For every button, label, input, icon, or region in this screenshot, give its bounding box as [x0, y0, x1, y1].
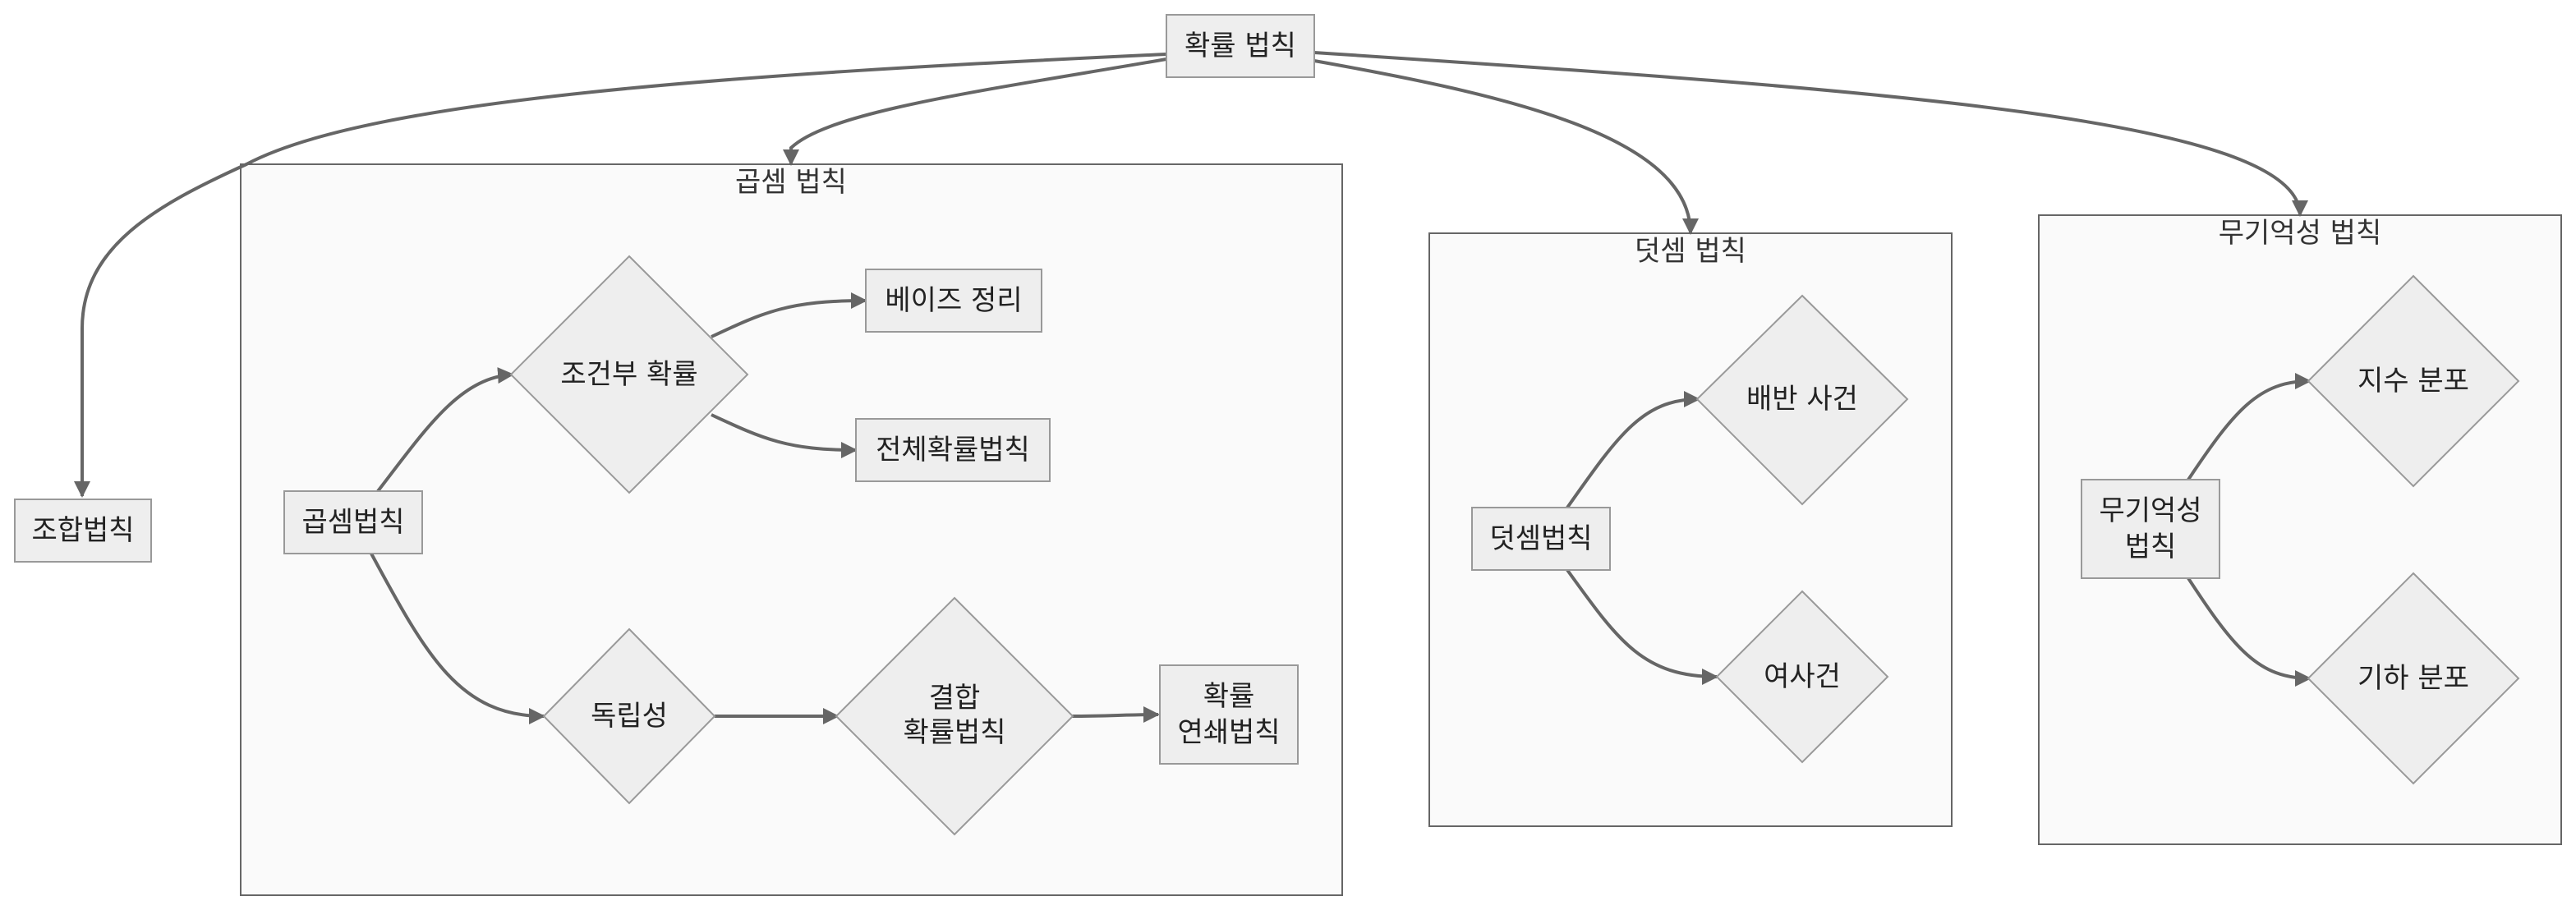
edge-addition-to-complement	[1566, 568, 1718, 685]
cluster-title-addition: 덧셈 법칙	[1635, 235, 1746, 268]
cluster-title-multiplication: 곱셈 법칙	[735, 166, 847, 199]
edge-root-to-addition	[1313, 59, 1699, 235]
node-exponential-distribution[interactable]: 지수 분포	[2307, 274, 2520, 488]
edge-root-to-multiplication	[783, 57, 1167, 166]
node-label: 기하 분포	[2358, 662, 2469, 695]
node-memoryless-rule[interactable]: 무기억성 법칙	[2081, 479, 2220, 579]
node-label: 확률 법칙	[1184, 30, 1296, 62]
edge-joint-to-chain	[1070, 706, 1160, 724]
node-label-line-1: 결합	[929, 682, 981, 715]
edges	[74, 51, 2312, 724]
node-addition-rule[interactable]: 덧셈법칙	[1471, 507, 1611, 571]
node-label: 전체확률법칙	[876, 434, 1030, 466]
node-label: 여사건	[1764, 660, 1841, 693]
node-probability-laws[interactable]: 확률 법칙	[1166, 14, 1315, 78]
node-mutually-exclusive[interactable]: 배반 사건	[1695, 294, 1909, 506]
edge-mult-to-independence	[370, 553, 545, 724]
cluster-title-memoryless: 무기억성 법칙	[2219, 217, 2382, 250]
edge-conditional-to-total	[711, 413, 858, 458]
edge-conditional-to-bayes	[711, 292, 867, 338]
node-label: 배반 사건	[1746, 383, 1858, 416]
edge-memoryless-to-geometric	[2187, 577, 2312, 687]
node-combination-rule[interactable]: 조합법칙	[14, 499, 152, 563]
node-chain-rule[interactable]: 확률 연쇄법칙	[1159, 664, 1299, 765]
node-joint-probability[interactable]: 결합 확률법칙	[835, 596, 1074, 836]
node-label: 조합법칙	[31, 514, 134, 547]
node-label-line-2: 연쇄법칙	[1177, 716, 1280, 749]
node-independence[interactable]: 독립성	[542, 627, 716, 805]
node-label: 덧셈법칙	[1489, 522, 1592, 555]
cluster-multiplication-rule: 곱셈 법칙	[240, 163, 1343, 896]
node-label: 곱셈법칙	[301, 506, 404, 539]
node-conditional-probability[interactable]: 조건부 확률	[509, 255, 749, 494]
node-label: 베이즈 정리	[885, 284, 1022, 317]
node-geometric-distribution[interactable]: 기하 분포	[2307, 572, 2520, 785]
edge-root-to-memoryless	[1313, 51, 2308, 217]
node-label-line-1: 무기억성	[2099, 494, 2201, 527]
node-bayes-theorem[interactable]: 베이즈 정리	[865, 269, 1042, 333]
node-label: 독립성	[591, 700, 668, 733]
node-label-line-1: 확률	[1203, 680, 1255, 713]
node-label: 지수 분포	[2358, 365, 2469, 398]
edge-memoryless-to-exponential	[2187, 373, 2312, 481]
node-label: 조건부 확률	[560, 358, 697, 391]
edge-addition-to-exclusive	[1566, 391, 1700, 509]
edge-root-to-combination	[74, 53, 1167, 498]
node-total-probability[interactable]: 전체확률법칙	[855, 418, 1051, 482]
edge-mult-to-conditional	[376, 367, 514, 493]
node-label-line-2: 확률법칙	[903, 716, 1005, 749]
node-complement[interactable]: 여사건	[1715, 590, 1889, 764]
node-multiplication-rule[interactable]: 곱셈법칙	[283, 490, 423, 554]
node-label-line-2: 법칙	[2125, 531, 2177, 563]
